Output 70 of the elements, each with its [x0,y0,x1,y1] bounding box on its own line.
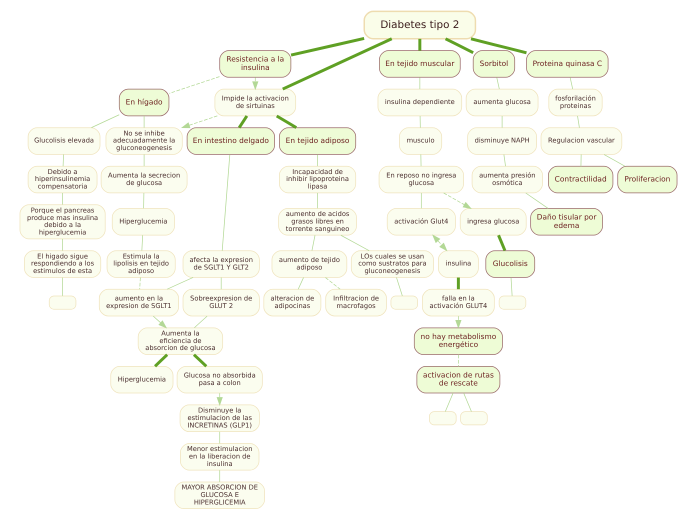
connector [62,154,64,167]
node-box [48,296,76,310]
connector [444,392,454,412]
connector [580,154,582,167]
connector [298,277,304,290]
node-box [429,411,457,426]
node-box: En hígado [118,88,170,116]
arrow [455,316,462,329]
connector [290,37,364,57]
connector [463,392,472,412]
connector [418,38,422,51]
node-box: En tejido muscular [379,50,461,78]
connector [458,354,459,367]
node-box [460,411,488,426]
connector [577,116,580,128]
connector [238,115,248,128]
connector [62,277,63,296]
node-box: Sorbitol [472,50,516,78]
connector [62,192,63,205]
connector [317,192,318,209]
connector [220,277,222,290]
connector [496,77,500,90]
connector [570,77,574,90]
node-box: Proliferacion [617,166,678,194]
node-box: Resistencia a la insulina [219,50,292,78]
connector [504,154,506,167]
connector [168,76,220,94]
connector [340,234,370,252]
node-box: En tejido adiposo [279,127,356,155]
connector [604,154,626,167]
connector [456,278,460,290]
connector [317,154,318,167]
connector [276,114,298,129]
arrow [443,192,472,209]
node-box [498,296,526,310]
node-box: Glucolisis [485,250,536,278]
node-box: En intestino delgado [186,127,275,155]
connector [396,277,403,296]
connector [219,470,220,482]
connector [420,154,422,167]
connector [219,431,220,444]
connector [525,192,549,209]
node-box: Daño tisular por edema [530,208,603,236]
connector [91,114,120,128]
arrow [152,316,168,329]
connector [62,238,63,251]
arrow [432,234,448,252]
connector [325,277,341,290]
connector [222,154,230,252]
node-box [390,296,418,310]
connector [420,192,422,209]
node-box: Contractilidad [548,166,614,194]
connector [497,234,506,252]
connector [312,234,316,251]
node-box: Diabetes tipo 2 [364,10,476,40]
connector [470,37,527,54]
connector [419,77,420,90]
connector [510,277,512,296]
connector [420,116,421,128]
connector [154,354,168,368]
connector [194,316,208,328]
connector [143,192,144,209]
arrow [252,77,258,90]
connector [141,234,144,251]
connector [139,277,141,290]
arrow [181,116,218,128]
node-box: no hay metabolismo energético [414,327,503,355]
node-box: Proteina quinasa C [526,50,608,78]
connector [192,354,208,368]
node-box: activacion de rutas de rescate [416,366,500,394]
